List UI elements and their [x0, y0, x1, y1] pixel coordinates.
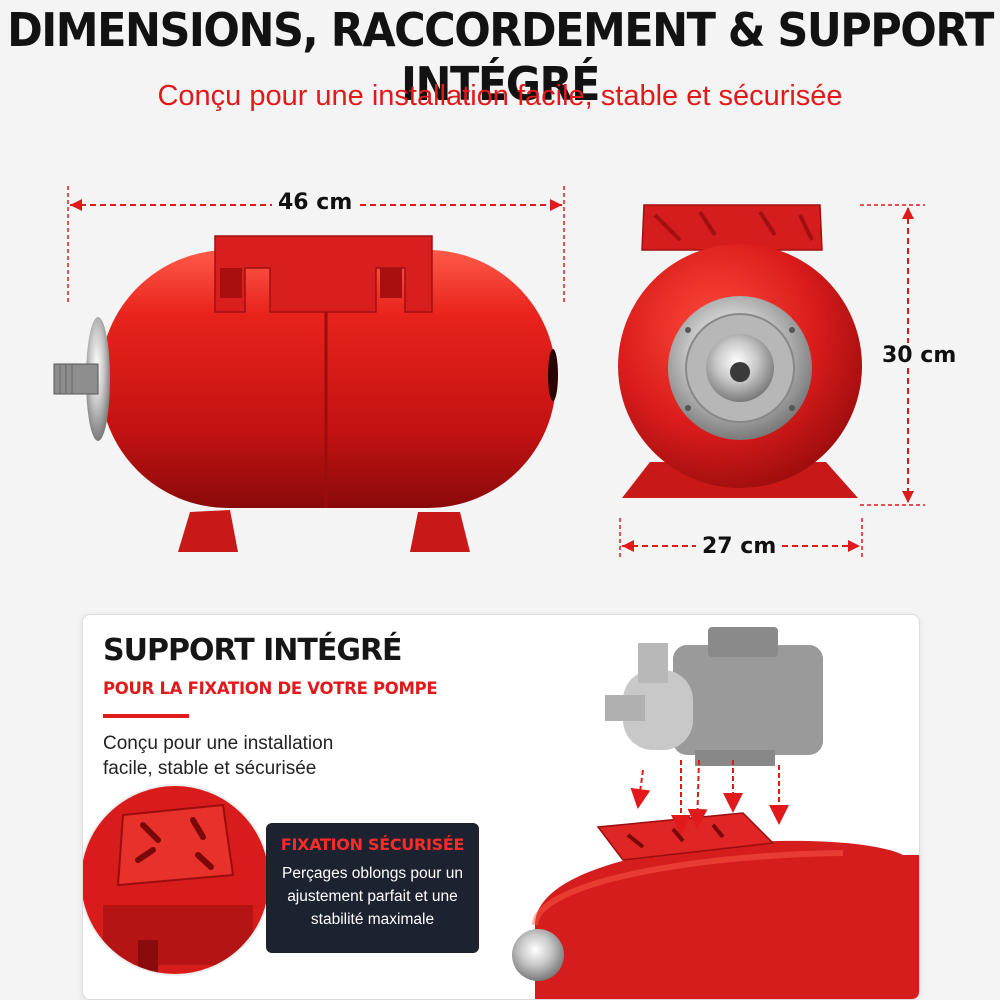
- badge-title: FIXATION SÉCURISÉE: [280, 835, 465, 854]
- bracket-closeup-image: [83, 784, 271, 976]
- secure-fixing-badge: FIXATION SÉCURISÉE Perçages oblongs pour…: [266, 823, 479, 953]
- width-dimension-line: [619, 518, 863, 560]
- side-tank-image: [53, 235, 558, 552]
- feature-panel: SUPPORT INTÉGRÉ POUR LA FIXATION DE VOTR…: [82, 614, 920, 1000]
- feature-illustrations: [83, 627, 919, 999]
- width-label: 27 cm: [696, 534, 783, 559]
- tank-illustrations: [53, 186, 925, 560]
- page-title: DIMENSIONS, RACCORDEMENT & SUPPORT INTÉG…: [7, 3, 994, 112]
- accent-divider: [103, 714, 189, 718]
- feature-description: Conçu pour une installation facile, stab…: [103, 733, 334, 779]
- feature-subtitle: POUR LA FIXATION DE VOTRE POMPE: [103, 679, 438, 698]
- pump-mounting-image: [512, 627, 919, 999]
- length-label: 46 cm: [272, 190, 359, 215]
- page-subtitle: Conçu pour une installation facile, stab…: [157, 80, 843, 112]
- badge-text: Perçages oblongs pour un ajustement parf…: [282, 865, 463, 928]
- feature-title: SUPPORT INTÉGRÉ: [103, 633, 403, 668]
- front-tank-image: [618, 204, 862, 498]
- height-dimension-line: [860, 204, 925, 506]
- height-label: 30 cm: [876, 343, 963, 368]
